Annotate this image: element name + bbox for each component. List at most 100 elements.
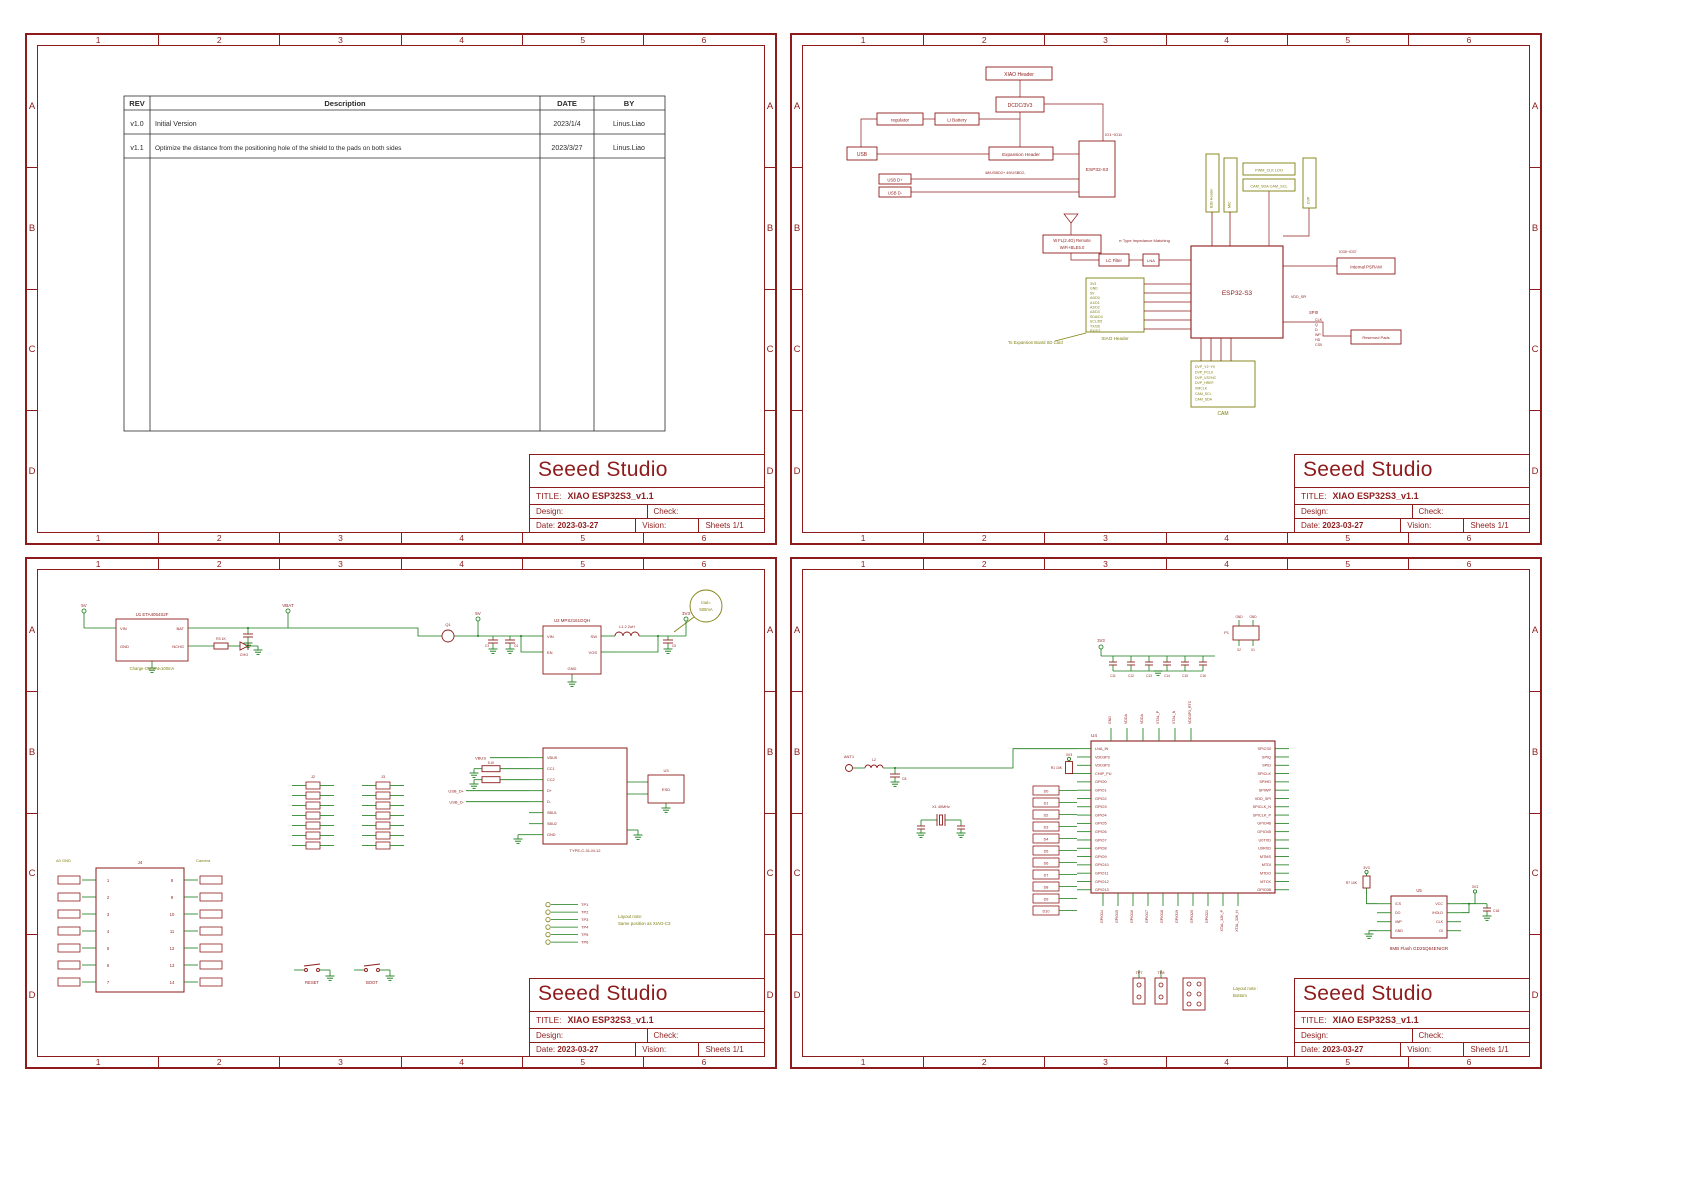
dcdc-parts [441, 625, 673, 675]
pin-label: XTAL_32K_P [1220, 909, 1224, 931]
pin-label: SPIWP [1259, 789, 1272, 793]
pin-bat: BAT [177, 626, 185, 631]
title-label: TITLE: [536, 1015, 562, 1025]
ruler-label: 5 [1286, 35, 1408, 45]
net-3v3: 3V3 [682, 611, 691, 616]
ruler-label: 4 [400, 1057, 522, 1067]
pin-label: 8 [171, 878, 174, 883]
regulator-label: regulator [891, 118, 910, 123]
vdd-spi-label: VDD_SPI [1291, 295, 1306, 299]
pad [1136, 982, 1142, 988]
pin-label: CLK [1315, 318, 1323, 322]
ruler-label: 2 [158, 533, 279, 543]
antenna-label-1: W.FL(2.4G) Remote [1053, 238, 1091, 243]
io-note: IO1~IO11 [1105, 132, 1123, 137]
revision-table-text: REV Description DATE BY v1.0 Initial Ver… [129, 99, 645, 152]
pin-label: SPIHD [1259, 780, 1271, 784]
pin-label: D1 [1044, 802, 1049, 806]
expansion-label: Expansion Header [1002, 152, 1040, 157]
pin-label: SPICLK [1257, 772, 1271, 776]
iout-label-1: Iout= [701, 600, 711, 605]
pin-label: GPIO38 [1257, 888, 1271, 892]
date-label: Date: [1301, 1045, 1321, 1054]
dcdc-labels: Q1 5V 3V3 U2 MPS2161GQH VIN EN SW VOS GN… [445, 611, 690, 671]
bottom-note-2: Bottom [1233, 993, 1247, 998]
junctions [247, 627, 659, 637]
x1-label: X1 40MHz [932, 805, 950, 809]
sheets-label: Sheets 1/1 [1463, 519, 1529, 532]
esp32-chip-label: ESP32-S3 [1222, 290, 1253, 297]
pin-label: CAM_SDA [1195, 397, 1213, 401]
pin-label: VDD3P3_RTC [1188, 700, 1192, 724]
charger-parts [115, 618, 253, 662]
check-label: Check: [646, 505, 765, 518]
sheet-title: XIAO ESP32S3_v1.1 [567, 491, 654, 501]
c4-label: C4 [514, 644, 518, 648]
j2-ref: J2 [311, 774, 316, 779]
vision-label: Vision: [1400, 1043, 1463, 1056]
component-box [375, 791, 391, 800]
cam-yellow-box: CAM [1190, 360, 1256, 417]
psram-note: IO35~IO37 [1339, 250, 1357, 254]
xiao-chip-wires [1144, 283, 1191, 330]
pin-label: GND [547, 833, 556, 837]
ruler-label: 2 [923, 35, 1044, 45]
col-date: DATE [557, 99, 577, 108]
pin-label: VCC [1435, 902, 1443, 906]
ruler-label: B [1530, 690, 1540, 813]
u1-ref: U1 ETA4054S2F [136, 612, 169, 617]
pad [1186, 981, 1192, 987]
cam-signal-list: DVP_Y2~Y9DVP_PCLKDVP_VSYNCDVP_HREFXMCLKC… [1195, 365, 1217, 401]
flash-body [1390, 895, 1448, 939]
pin-label: 10 [170, 912, 175, 917]
ruler-label: D [792, 934, 802, 1056]
check-label: Check: [646, 1029, 765, 1042]
ruler-label: 4 [1165, 35, 1287, 45]
ruler-label: 6 [642, 35, 764, 45]
pin-label: VBUS [547, 756, 558, 760]
pin-label: SBU1 [547, 811, 557, 815]
pin-label: GND [1235, 615, 1243, 619]
ruler-label: 3 [279, 559, 400, 569]
component-box [199, 977, 223, 987]
ruler-label: 4 [400, 35, 522, 45]
c3-label: C3 [485, 644, 489, 648]
bottom-note-1: Layout note : [1233, 986, 1258, 991]
charger-labels: 5V VBAT U1 ETA4054S2F VIN GND BAT NCHG R… [81, 603, 294, 657]
vision-label: Vision: [635, 519, 698, 532]
sd-card-note: To Expansion Board SD Card [1008, 340, 1063, 345]
u2-ref: U2 MPS2161GQH [554, 618, 590, 623]
pin-label: 11 [170, 929, 175, 934]
ruler-label: 1 [95, 533, 101, 543]
block-diagram-canvas: XIAO Header DCDC/3V3 USB regulator Li Ba… [846, 66, 1402, 417]
pin-label: SPICS0 [1257, 747, 1271, 751]
ruler-label: 1 [95, 35, 101, 45]
j4-note-left: A0 GND [56, 858, 71, 863]
dcdc-label: DCDC/3V3 [1008, 103, 1033, 109]
ruler-label: B [1530, 166, 1540, 289]
xiao-header2-label: XIAO Header [1101, 336, 1129, 341]
vcc-3v3: 3V3 [1472, 885, 1478, 889]
pin-label: VDD3P3 [1095, 764, 1110, 768]
j4-tags-left [57, 875, 81, 987]
design-label: Design: [536, 507, 564, 516]
rev-desc: Optimize the distance from the positioni… [155, 145, 402, 152]
pin-label: X1 [1251, 648, 1255, 652]
battery-label: Li Battery [947, 118, 967, 123]
pin-label: GPIO2 [1095, 797, 1107, 801]
pin-label: D7 [1044, 874, 1049, 878]
u4-ref: U4 [1091, 733, 1097, 738]
pad [545, 924, 551, 930]
pin-label: D- [547, 800, 552, 804]
sheet-inner-border [802, 45, 1530, 533]
component-box [199, 926, 223, 936]
ruler-label: C [27, 288, 37, 411]
check-label: Check: [1411, 505, 1530, 518]
pad [1196, 981, 1202, 987]
